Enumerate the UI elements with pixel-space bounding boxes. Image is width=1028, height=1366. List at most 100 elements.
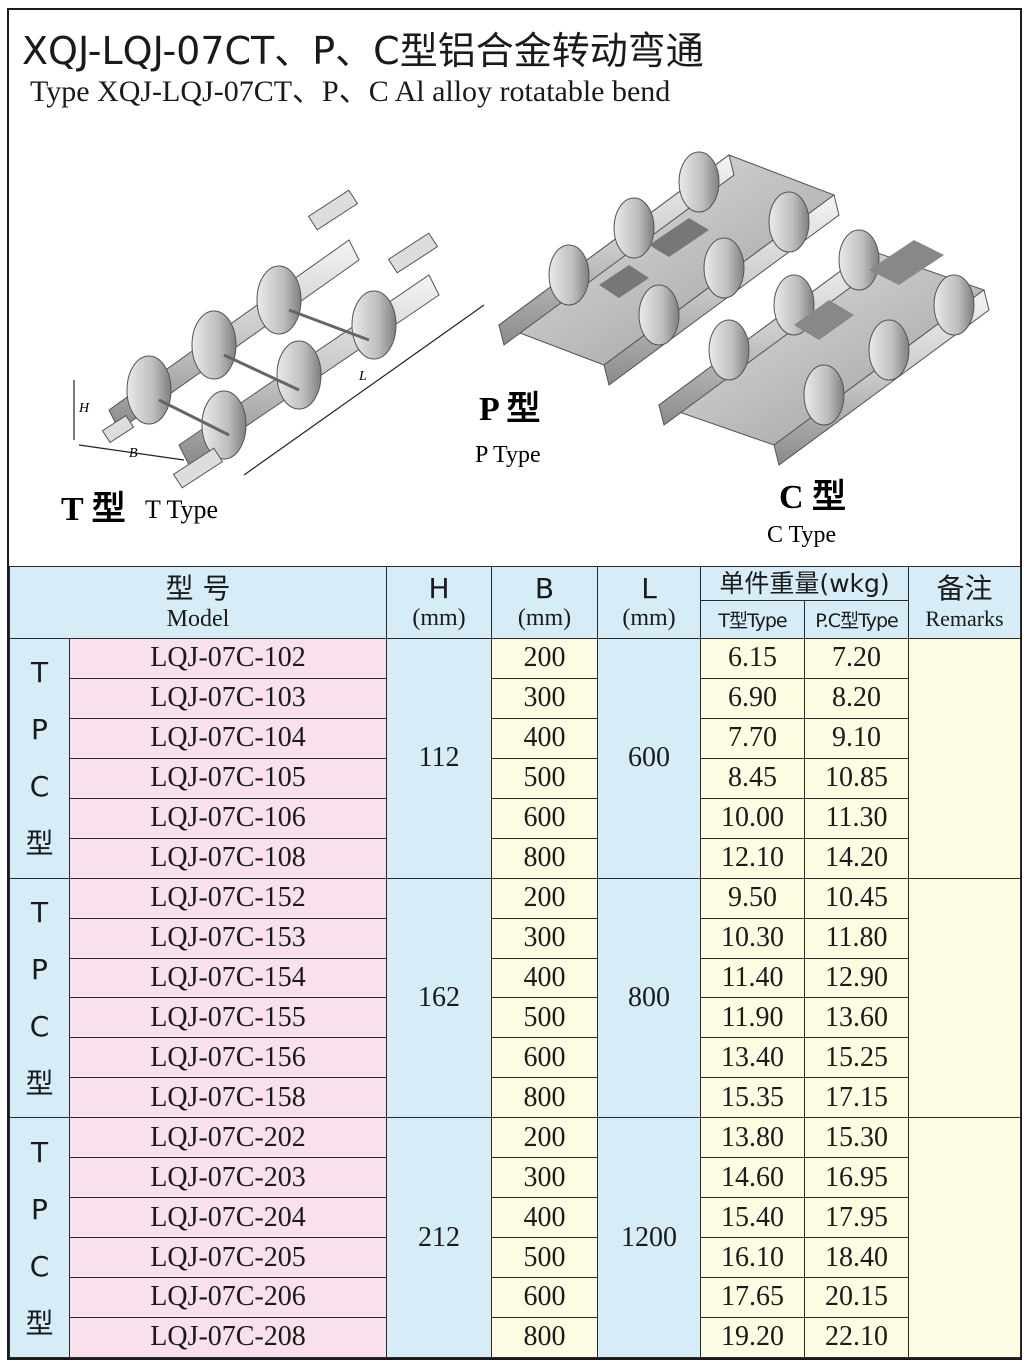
- b-value-cell: 200: [491, 638, 598, 679]
- t-type-label-cn: T 型: [61, 490, 126, 528]
- header-h-label: H: [428, 571, 450, 605]
- b-value-cell: 400: [491, 717, 598, 759]
- header-model: 型 号 Model: [9, 566, 387, 639]
- weight-pc-cell: 9.10: [804, 717, 909, 759]
- group-type-letter: C: [29, 770, 50, 804]
- weight-t-cell: 12.10: [700, 837, 805, 879]
- weight-pc-cell: 11.30: [804, 797, 909, 839]
- b-value-cell: 800: [491, 1316, 598, 1359]
- c-type-label-cn: C 型: [779, 478, 846, 516]
- header-weight: 单件重量(wkg): [700, 566, 909, 601]
- model-cell: LQJ-07C-202: [69, 1117, 387, 1159]
- b-value-cell: 600: [491, 797, 598, 839]
- model-cell: LQJ-07C-102: [69, 638, 387, 679]
- model-cell: LQJ-07C-203: [69, 1157, 387, 1199]
- dim-l-label: L: [358, 369, 367, 384]
- header-h: H (mm): [386, 566, 492, 639]
- weight-pc-cell: 17.95: [804, 1197, 909, 1239]
- bend-drawings-svg: H B L P 型 P Type: [61, 151, 990, 548]
- weight-t-cell: 11.40: [700, 957, 805, 999]
- remarks-cell: [908, 1117, 1021, 1358]
- b-value-cell: 300: [491, 677, 598, 719]
- header-l-unit: (mm): [622, 604, 676, 631]
- weight-t-cell: 19.20: [700, 1316, 805, 1359]
- weight-t-cell: 9.50: [700, 877, 805, 919]
- model-cell: LQJ-07C-105: [69, 757, 387, 799]
- model-cell: LQJ-07C-205: [69, 1237, 387, 1278]
- b-value-cell: 400: [491, 1197, 598, 1239]
- group-type-letter: P: [31, 952, 48, 986]
- header-remarks-cn: 备注: [936, 571, 993, 605]
- weight-pc-cell: 7.20: [804, 638, 909, 679]
- weight-t-cell: 11.90: [700, 997, 805, 1039]
- weight-pc-cell: 15.30: [804, 1117, 909, 1159]
- b-value-cell: 300: [491, 917, 598, 959]
- weight-pc-cell: 10.85: [804, 757, 909, 799]
- h-value-cell: 162: [386, 877, 492, 1119]
- weight-pc-cell: 15.25: [804, 1037, 909, 1079]
- b-value-cell: 800: [491, 1077, 598, 1119]
- header-b: B (mm): [491, 566, 598, 639]
- header-l: L (mm): [597, 566, 701, 639]
- weight-t-cell: 16.10: [700, 1237, 805, 1278]
- b-value-cell: 200: [491, 877, 598, 919]
- group-type-letter: C: [29, 1009, 50, 1043]
- weight-t-cell: 13.40: [700, 1037, 805, 1079]
- c-type-drawing: C 型 C Type: [657, 229, 990, 548]
- weight-t-cell: 6.15: [700, 638, 805, 679]
- l-value-cell: 1200: [597, 1117, 701, 1358]
- dim-h-label: H: [78, 401, 90, 416]
- model-cell: LQJ-07C-152: [69, 877, 387, 919]
- weight-t-cell: 6.90: [700, 677, 805, 719]
- header-weight-cn: 单件重量(wkg): [719, 568, 890, 598]
- b-value-cell: 600: [491, 1037, 598, 1079]
- l-value-cell: 600: [597, 638, 701, 879]
- p-type-label-en: P Type: [475, 442, 541, 468]
- model-cell: LQJ-07C-153: [69, 917, 387, 959]
- weight-t-cell: 10.30: [700, 917, 805, 959]
- model-cell: LQJ-07C-106: [69, 797, 387, 839]
- b-value-cell: 400: [491, 957, 598, 999]
- header-remarks: 备注 Remarks: [908, 566, 1021, 639]
- header-model-en: Model: [166, 605, 230, 632]
- t-type-label-en: T Type: [145, 495, 218, 524]
- model-cell: LQJ-07C-156: [69, 1037, 387, 1079]
- b-value-cell: 500: [491, 1237, 598, 1278]
- group-type-letter: 型: [25, 1306, 54, 1340]
- model-cell: LQJ-07C-208: [69, 1316, 387, 1359]
- product-illustration: H B L P 型 P Type: [9, 100, 1020, 562]
- t-type-drawing: H B L: [73, 189, 485, 489]
- header-model-cn: 型 号: [165, 571, 231, 605]
- page-title-cn: XQJ-LQJ-07CT、P、C型铝合金转动弯通: [22, 29, 704, 73]
- group-type-letter: T: [30, 895, 49, 929]
- weight-pc-cell: 13.60: [804, 997, 909, 1039]
- header-l-label: L: [641, 571, 657, 605]
- header-weight-pc: P.C型Type: [804, 600, 909, 639]
- weight-t-cell: 7.70: [700, 717, 805, 759]
- weight-t-cell: 8.45: [700, 757, 805, 799]
- h-value-cell: 112: [386, 638, 492, 879]
- header-h-unit: (mm): [412, 604, 466, 631]
- weight-pc-cell: 11.80: [804, 917, 909, 959]
- weight-pc-cell: 22.10: [804, 1316, 909, 1359]
- b-value-cell: 500: [491, 757, 598, 799]
- header-b-label: B: [534, 571, 555, 605]
- weight-t-cell: 17.65: [700, 1277, 805, 1318]
